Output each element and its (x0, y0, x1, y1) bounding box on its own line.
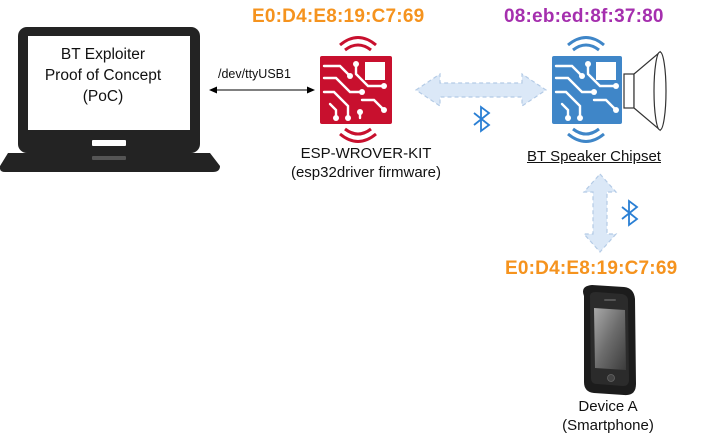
device-a-caption: Device A (Smartphone) (548, 397, 668, 435)
speaker-mac-address: 08:eb:ed:8f:37:80 (504, 6, 664, 27)
laptop-label: BT Exploiter Proof of Concept (PoC) (28, 44, 178, 107)
laptop-label-line1: BT Exploiter (60, 46, 146, 63)
laptop-label-line2: Proof of Concept (44, 67, 162, 84)
esp-name: ESP-WROVER-KIT (300, 145, 432, 162)
device-a-type: (Smartphone) (562, 417, 654, 434)
esp-firmware: (esp32driver firmware) (290, 164, 442, 181)
laptop-label-line3: (PoC) (82, 88, 124, 105)
device-a-name: Device A (578, 398, 638, 415)
speaker-name: BT Speaker Chipset (527, 148, 661, 165)
device-a-mac-address: E0:D4:E8:19:C7:69 (505, 258, 678, 279)
esp-mac-address: E0:D4:E8:19:C7:69 (252, 6, 425, 27)
serial-port-label: /dev/ttyUSB1 (218, 67, 291, 81)
esp-caption: ESP-WROVER-KIT (esp32driver firmware) (266, 144, 466, 182)
